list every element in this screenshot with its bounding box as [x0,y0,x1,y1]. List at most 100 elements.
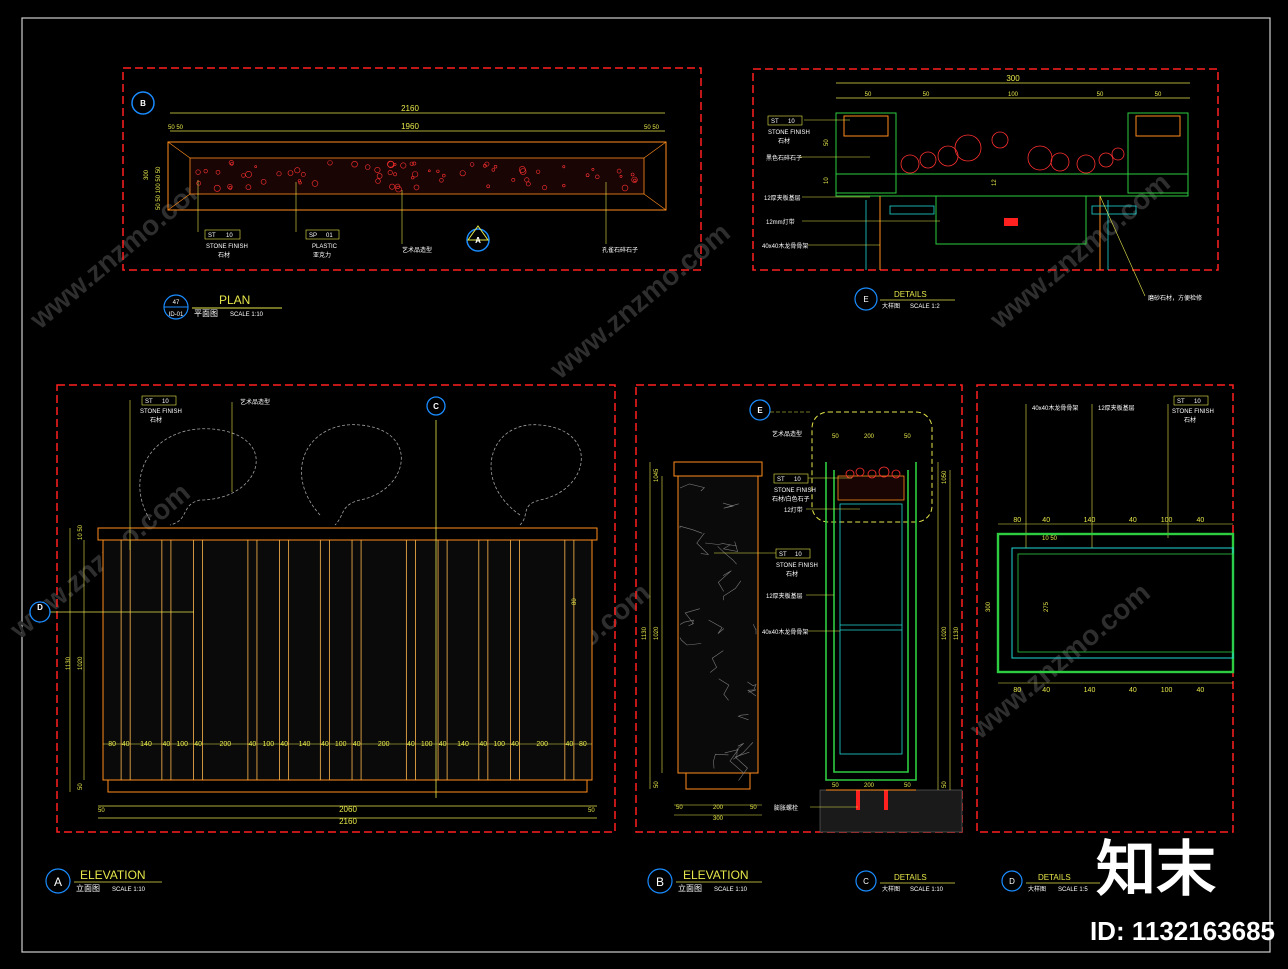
detail-e-label: 12厚夹板基层 [764,194,801,202]
detail-e-label: 黑色石碎石子 [766,154,802,162]
elev-a-label-stone: STONE FINISH [140,409,182,415]
detail-d-title: DETAILS [1038,873,1071,882]
pebble [245,184,252,190]
stone-vein [717,570,732,592]
detail-c-marker-e-label: E [757,406,763,415]
pebble [525,181,531,187]
pebble [413,184,420,191]
stone-vein [752,624,757,635]
pebble [213,184,221,192]
elev-b-tag-no: 10 [795,552,802,558]
elev-b-dim-top: 1045 [654,468,660,482]
stone-vein [696,532,710,555]
pebble [400,162,407,169]
detail-d-label: 12厚夹板基层 [1098,404,1135,412]
pebble [633,178,637,182]
plan-inner-trough [189,157,645,195]
detail-e-dim: 50 [1155,92,1162,98]
pebble [395,185,402,193]
detail-c-marker-e[interactable] [749,399,771,421]
detail-c-dim-h2: 1020 [942,626,948,640]
dim-label: 200 [219,741,231,748]
elev-a-label-art: 艺术品造型 [240,398,270,406]
stone-vein [724,749,744,774]
dim-label: 40 [1042,687,1050,694]
elev-b-tag-code: ST [779,552,787,558]
dim-label: 40 [194,741,202,748]
detail-c-label-stone: STONE FINISH [774,488,816,494]
detail-c-dim-top: 200 [864,434,875,440]
detail-e-marker: E [863,295,868,304]
stone-vein [734,751,750,781]
pebble [294,167,301,174]
pebble [542,185,548,191]
plan-title-code: ID-01 [169,312,184,318]
detail-e-label-right: 磨砂石材，方便检修 [1148,294,1202,302]
section-marker-c[interactable] [426,396,446,416]
pebble [469,162,475,167]
pebble [562,184,566,188]
detail-c-title: DETAILS [894,873,927,882]
pebble [591,167,595,171]
detail-d-subtitle: 大样图 [1028,885,1046,893]
elev-a-dim-top: 10 50 [78,524,84,540]
dim-label: 100 [262,741,274,748]
detail-e-left-stone [835,112,897,194]
dim-label: 40 [321,741,329,748]
section-marker-d[interactable] [29,601,51,623]
plan-outer-stone [167,141,667,211]
dim-label: 40 [566,741,574,748]
detail-c-subtitle: 大样图 [882,885,900,893]
plan-label-plastic: PLASTIC [312,244,338,250]
pebble [389,183,395,190]
detail-e-side-dim: 10 [824,177,830,184]
pebble [436,169,440,173]
sheet-border [21,17,1271,953]
pebble [954,134,982,162]
detail-d-view: 40x40木龙骨骨架 12厚夹板基层 ST 10 STONE FINISH 石材… [976,384,1235,893]
pebble [562,165,566,169]
detail-e-dim: 50 [923,92,930,98]
dim-label: 100 [493,741,505,748]
plan-frame [122,67,702,271]
elev-b-dim-side: 50 [750,805,757,811]
pebble [439,178,444,183]
dim-label: 40 [353,741,361,748]
pebble [630,172,635,177]
detail-e-view: 300 50 50 100 50 50 ST 10 STO [752,68,1219,311]
detail-c-dim-top: 50 [904,434,911,440]
detail-c-tag-code: ST [777,477,785,483]
section-marker-b[interactable] [131,91,155,115]
dim-label: 40 [407,741,415,748]
detail-e-dim: 50 [1097,92,1104,98]
dim-label: 200 [378,741,390,748]
pebble [327,160,333,166]
pebble [919,151,937,169]
detail-c-dim-base: 50 [942,781,948,788]
stone-vein [722,502,739,509]
pebble [621,184,629,192]
plan-title-num: 47 [173,300,180,306]
elev-b-dim-base: 50 [654,781,660,788]
dim-label: 80 [1013,517,1021,524]
dim-label: 80 [108,741,116,748]
pebble [519,168,527,175]
pebble [1050,152,1070,172]
plan-tag-st-no: 10 [226,233,233,239]
pebble [375,178,381,184]
marker-b-label: B [140,99,146,108]
pebble [374,167,381,174]
elev-a-dim-h2: 1020 [78,656,84,670]
detail-e-tag-st [767,115,803,126]
detail-c-scale: SCALE 1:10 [910,887,944,893]
pebble [287,170,294,176]
dim-label: 80 [579,741,587,748]
detail-c-label: 12灯带 [784,506,803,514]
detail-e-label: 12mm灯带 [766,218,795,226]
dim-label: 140 [1084,517,1096,524]
plan-scale: SCALE 1:10 [230,312,264,318]
elev-a-tag-no: 10 [162,399,169,405]
detail-e-title-bubble [854,287,878,311]
detail-e-dim: 100 [1008,92,1019,98]
